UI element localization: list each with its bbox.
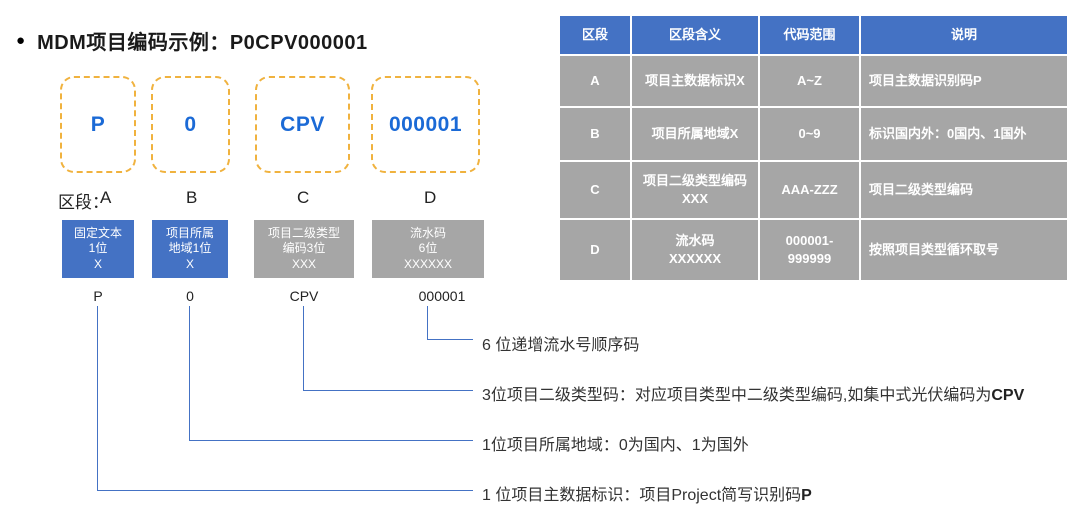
annotation-region: 1位项目所属地域：0为国内、1为国外 — [482, 431, 749, 455]
code-box-serial-value: 000001 — [388, 112, 463, 136]
page-title: MDM项目编码示例：P0CPV000001 — [37, 32, 368, 54]
code-box-region-value: 0 — [184, 112, 197, 136]
table-cell-description: 项目二级类型编码 — [861, 162, 1067, 218]
table-cell-description: 项目主数据识别码P — [861, 56, 1067, 106]
segment-letter-c: C — [297, 188, 310, 207]
table-cell-segment: B — [560, 108, 630, 160]
annotation-type: 3位项目二级类型码：对应项目类型中二级类型编码,如集中式光伏编码为CPV — [482, 381, 1024, 405]
table-cell-meaning: 项目二级类型编码 XXX — [632, 162, 758, 218]
table-header-meaning: 区段含义 — [632, 16, 758, 54]
field-box-serial-code: 流水码 6位 XXXXXX — [372, 220, 484, 278]
annotation-serial: 6 位递增流水号顺序码 — [482, 331, 639, 355]
segment-letter-d: D — [424, 188, 437, 207]
bullet-icon: ● — [16, 32, 26, 49]
code-box-type-value: CPV — [280, 112, 325, 136]
table-cell-range: AAA-ZZZ — [760, 162, 859, 218]
code-box-p-value: P — [90, 112, 106, 136]
segment-letter-b: B — [186, 188, 198, 207]
table-cell-segment: D — [560, 220, 630, 280]
table-cell-meaning: 项目主数据标识X — [632, 56, 758, 106]
table-header-description: 说明 — [861, 16, 1067, 54]
annotation-serial-text: 6 位递增流水号顺序码 — [482, 337, 640, 354]
table-cell-range: 0~9 — [760, 108, 859, 160]
example-value-cpv: CPV — [289, 288, 319, 304]
annotation-master-text: 1 位项目主数据标识：项目Project简写识别码 — [482, 487, 802, 504]
field-box-fixed-text: 固定文本 1位 X — [62, 220, 134, 278]
example-value-p: P — [93, 288, 103, 304]
table-cell-meaning: 项目所属地域X — [632, 108, 758, 160]
field-box-type-code: 项目二级类型 编码3位 XXX — [254, 220, 354, 278]
connector-line-p — [97, 306, 473, 491]
table-header-range: 代码范围 — [760, 16, 859, 54]
annotation-type-text: 3位项目二级类型码：对应项目类型中二级类型编码,如集中式光伏编码为 — [482, 387, 992, 404]
example-value-serial: 000001 — [418, 288, 466, 304]
title-row: ● MDM项目编码示例：P0CPV000001 — [16, 26, 368, 55]
code-box-region: 0 — [151, 76, 230, 173]
annotation-type-bold: CPV — [991, 387, 1025, 404]
segment-letter-a: A — [100, 188, 112, 207]
connector-line-region — [189, 306, 473, 441]
table-cell-meaning: 流水码 XXXXXX — [632, 220, 758, 280]
table-cell-description: 按照项目类型循环取号 — [861, 220, 1067, 280]
table-cell-segment: A — [560, 56, 630, 106]
code-box-type: CPV — [255, 76, 350, 173]
connector-line-serial — [427, 306, 473, 340]
connector-line-type — [303, 306, 473, 391]
annotation-master: 1 位项目主数据标识：项目Project简写识别码P — [482, 481, 812, 505]
example-value-0: 0 — [186, 288, 194, 304]
code-box-serial: 000001 — [371, 76, 480, 173]
table-cell-segment: C — [560, 162, 630, 218]
annotation-region-text: 1位项目所属地域：0为国内、1为国外 — [482, 437, 749, 454]
table-header-segment: 区段 — [560, 16, 630, 54]
annotation-master-bold: P — [801, 487, 812, 504]
table-cell-description: 标识国内外：0国内、1国外 — [861, 108, 1067, 160]
code-box-p: P — [60, 76, 136, 173]
segment-spec-table: 区段 区段含义 代码范围 说明 A 项目主数据标识X A~Z 项目主数据识别码P… — [560, 16, 1067, 280]
table-cell-range: 000001- 999999 — [760, 220, 859, 280]
field-box-region: 项目所属 地域1位 X — [152, 220, 228, 278]
table-cell-range: A~Z — [760, 56, 859, 106]
segment-row-label: 区段： — [58, 193, 109, 212]
